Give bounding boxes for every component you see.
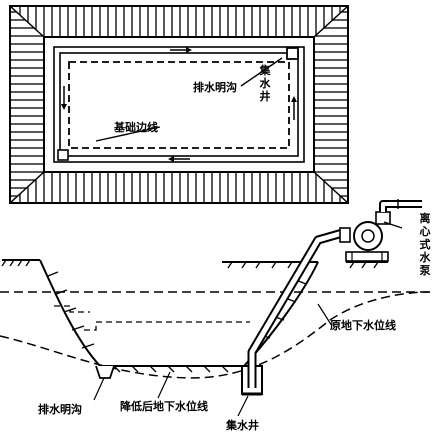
flow-arrow-icons <box>61 47 297 162</box>
label-lowered-water-table: 降低后地下水位线 <box>120 400 208 413</box>
label-drain-ditch-plan: 排水明沟 <box>193 81 237 94</box>
slope-hatch <box>47 271 307 349</box>
sump-pit-plan-2 <box>57 149 69 161</box>
sump-pit-plan-1 <box>286 47 299 60</box>
drain-ditch-inner <box>59 52 299 157</box>
label-centrifugal-pump: 离心式水泵 <box>419 212 431 277</box>
suction-pipe-outline <box>247 227 348 388</box>
pit-floor-texture <box>113 365 229 373</box>
label-foundation-edge: 基础边线 <box>114 121 158 134</box>
slope-bottom <box>10 172 348 203</box>
label-drain-ditch-section: 排水明沟 <box>38 403 82 416</box>
pit-bottom-edge <box>43 36 315 173</box>
excavation-profile <box>39 259 319 367</box>
drain-ditch-section <box>95 365 115 379</box>
slope-top <box>10 6 348 37</box>
label-original-water-table: 原地下水位线 <box>330 319 396 332</box>
slope-right <box>314 6 348 203</box>
slope-left <box>10 6 44 203</box>
label-sump-pit-section: 集水井 <box>226 419 259 432</box>
drain-ditch-outer <box>53 46 305 163</box>
suction-pipe-fill <box>249 229 347 388</box>
foundation-edge-line <box>68 61 290 149</box>
label-sump-pit-plan: 集水井 <box>259 64 271 103</box>
plan-view <box>9 5 349 204</box>
section-view <box>0 199 431 417</box>
lowered-water-table-line <box>0 291 431 379</box>
centrifugal-pump-icon <box>339 211 391 252</box>
ground-hatch <box>1 259 379 269</box>
